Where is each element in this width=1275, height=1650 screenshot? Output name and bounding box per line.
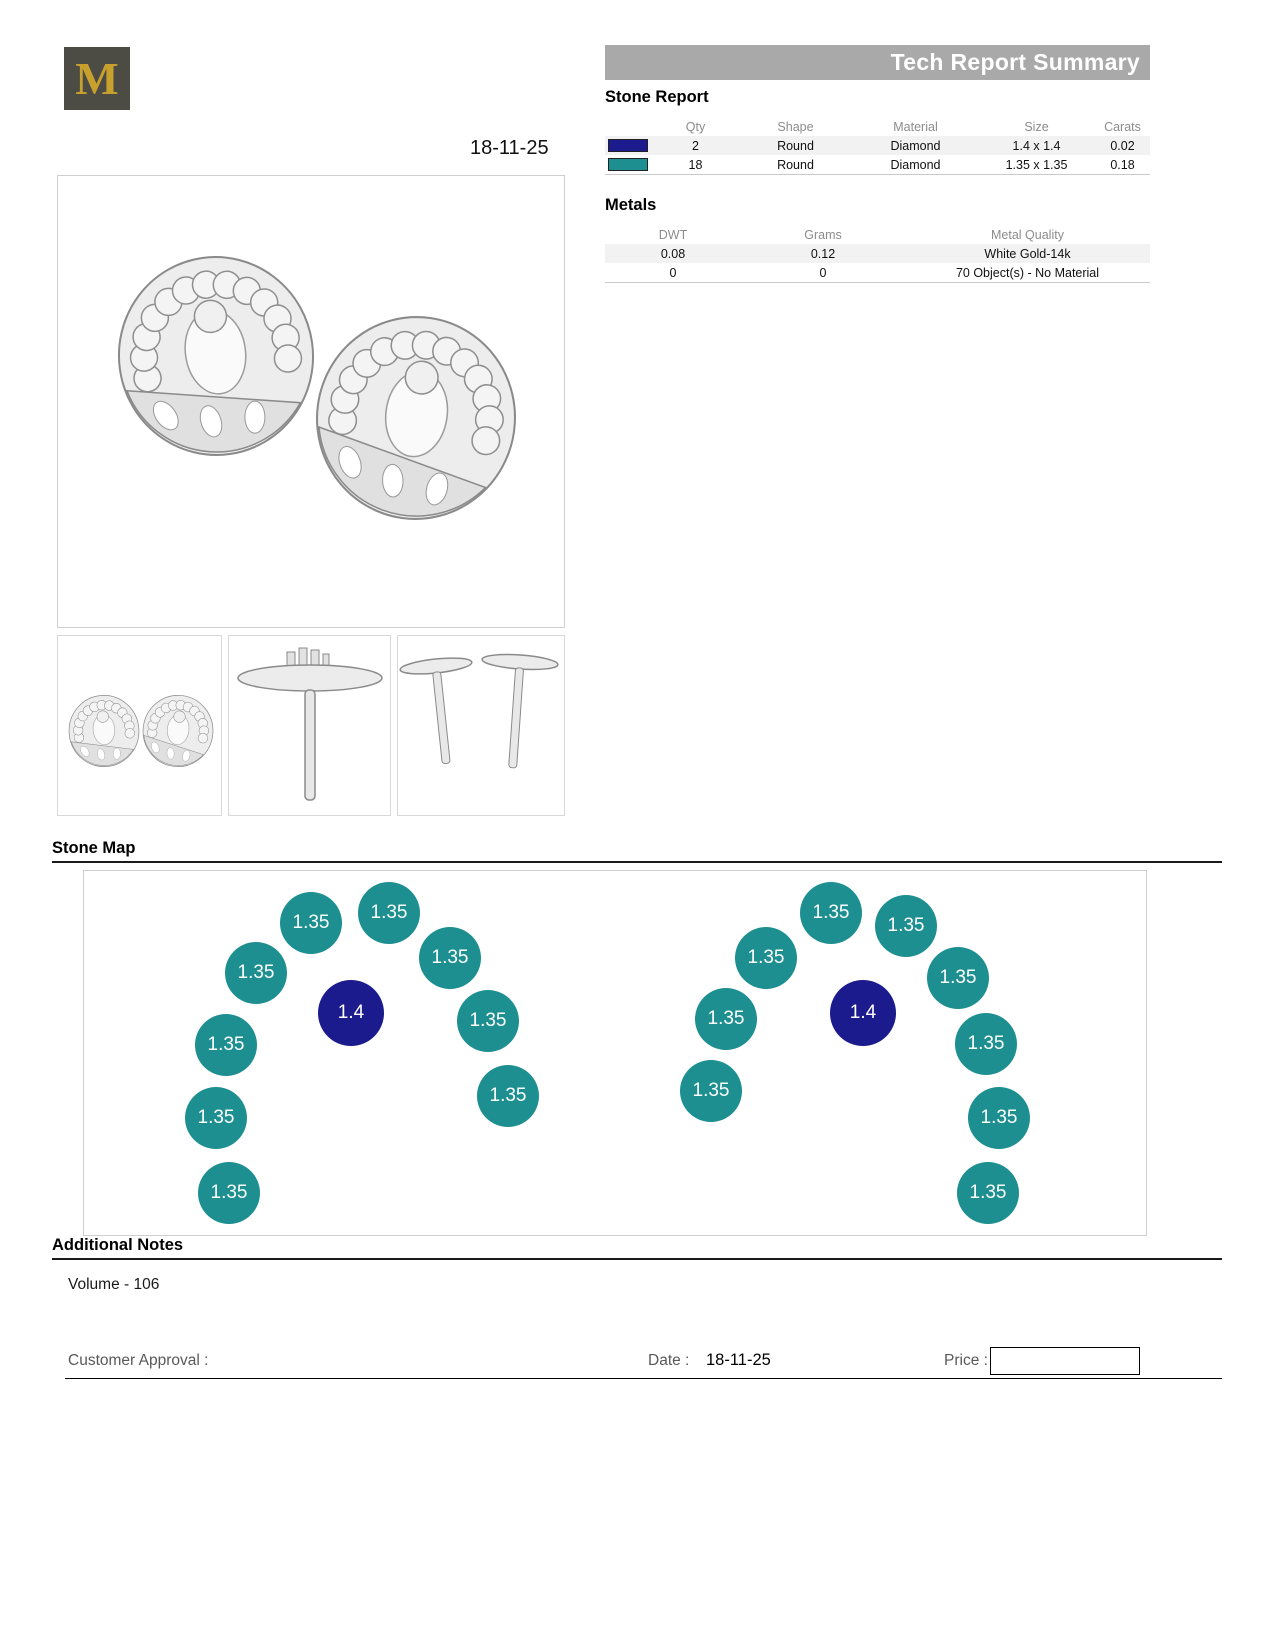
metals-row: 0.08 0.12 White Gold-14k <box>605 244 1150 263</box>
metals-table: DWT Grams Metal Quality 0.08 0.12 White … <box>605 225 1150 283</box>
col-shape: Shape <box>777 119 814 134</box>
cell-shape: Round <box>777 157 814 172</box>
stone-map-stone-teal: 1.35 <box>198 1162 260 1224</box>
col-qty: Qty <box>685 119 706 134</box>
stone-map-stone-teal: 1.35 <box>195 1014 257 1076</box>
stone-color-swatch-navy <box>608 139 648 152</box>
stone-map-heading: Stone Map <box>52 839 136 857</box>
cell-carats: 0.18 <box>1110 157 1135 172</box>
stone-map-stone-teal: 1.35 <box>358 882 420 944</box>
render-thumb-side <box>397 635 565 816</box>
col-grams: Grams <box>804 227 842 242</box>
design-date: 18-11-25 <box>470 137 549 159</box>
stone-map-stone-teal: 1.35 <box>225 942 287 1004</box>
earrings-render-image <box>117 256 516 520</box>
stone-report-row: 2 Round Diamond 1.4 x 1.4 0.02 <box>605 136 1150 155</box>
cell-size: 1.4 x 1.4 <box>1012 138 1061 153</box>
stone-map-stone-teal: 1.35 <box>955 1013 1017 1075</box>
stone-map-stone-teal: 1.35 <box>185 1087 247 1149</box>
cell-qty: 18 <box>688 157 703 172</box>
stone-map-stone-navy: 1.4 <box>830 980 896 1046</box>
col-carats: Carats <box>1104 119 1141 134</box>
metals-row: 0 0 70 Object(s) - No Material <box>605 263 1150 282</box>
cell-material: Diamond <box>890 138 941 153</box>
stone-report-row: 18 Round Diamond 1.35 x 1.35 0.18 <box>605 155 1150 174</box>
earring-side-thumb-image <box>399 653 559 769</box>
col-size: Size <box>1024 119 1049 134</box>
cell-dwt: 0.08 <box>660 246 686 261</box>
additional-notes-heading: Additional Notes <box>52 1236 184 1254</box>
stone-map-stone-teal: 1.35 <box>968 1087 1030 1149</box>
brand-logo: M <box>64 47 130 110</box>
price-label: Price : <box>944 1352 988 1369</box>
earring-top-thumb-image <box>237 647 383 801</box>
cell-quality: 70 Object(s) - No Material <box>955 265 1100 280</box>
cell-dwt: 0 <box>669 265 677 280</box>
stone-report-table: Qty Shape Material Size Carats 2 Round D… <box>605 117 1150 175</box>
stone-map-stone-teal: 1.35 <box>457 990 519 1052</box>
stone-map-divider <box>52 861 1222 863</box>
stone-map-stone-teal: 1.35 <box>875 895 937 957</box>
render-thumb-front <box>57 635 222 816</box>
approval-date-value: 18-11-25 <box>706 1351 771 1369</box>
metals-heading: Metals <box>605 196 657 214</box>
cell-size: 1.35 x 1.35 <box>1005 157 1068 172</box>
stone-map-stone-teal: 1.35 <box>735 927 797 989</box>
volume-note: Volume - 106 <box>68 1276 160 1293</box>
customer-approval-label: Customer Approval : <box>68 1352 209 1369</box>
price-input-box[interactable] <box>990 1347 1140 1375</box>
col-metal-quality: Metal Quality <box>991 227 1064 242</box>
brand-logo-letter: M <box>75 52 119 104</box>
approval-date-label: Date : <box>648 1352 690 1369</box>
stone-map-stone-teal: 1.35 <box>695 988 757 1050</box>
stone-color-swatch-teal <box>608 158 648 171</box>
additional-notes-divider <box>52 1258 1222 1260</box>
report-title: Tech Report Summary <box>890 49 1140 75</box>
cell-quality: White Gold-14k <box>984 246 1071 261</box>
cell-shape: Round <box>777 138 814 153</box>
cell-qty: 2 <box>692 138 699 153</box>
render-thumb-top <box>228 635 391 816</box>
stone-map-stone-teal: 1.35 <box>419 927 481 989</box>
stone-map-stone-teal: 1.35 <box>477 1065 539 1127</box>
metals-header-row: DWT Grams Metal Quality <box>605 225 1150 244</box>
stone-report-heading: Stone Report <box>605 88 709 106</box>
report-title-bar: Tech Report Summary <box>605 45 1150 80</box>
signature-line <box>65 1378 1222 1379</box>
cell-swatch <box>605 158 653 171</box>
cell-swatch <box>605 139 653 152</box>
col-material: Material <box>893 119 938 134</box>
col-dwt: DWT <box>658 227 688 242</box>
earrings-front-thumb-image <box>68 695 214 767</box>
render-main-view <box>57 175 565 628</box>
cell-material: Diamond <box>890 157 941 172</box>
stone-report-header-row: Qty Shape Material Size Carats <box>605 117 1150 136</box>
stone-map-stone-teal: 1.35 <box>800 882 862 944</box>
cell-grams: 0.12 <box>810 246 836 261</box>
stone-map-stone-teal: 1.35 <box>957 1162 1019 1224</box>
cell-grams: 0 <box>819 265 827 280</box>
stone-map-stone-navy: 1.4 <box>318 980 384 1046</box>
cell-carats: 0.02 <box>1110 138 1135 153</box>
stone-map-stone-teal: 1.35 <box>680 1060 742 1122</box>
stone-map-stone-teal: 1.35 <box>280 892 342 954</box>
stone-map-stone-teal: 1.35 <box>927 947 989 1009</box>
